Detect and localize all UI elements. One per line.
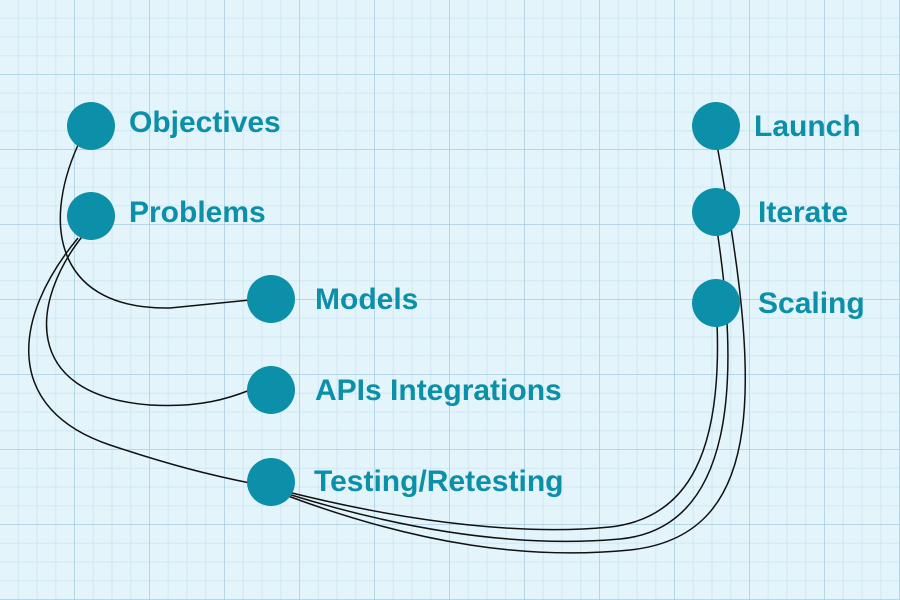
connector-objectives-models (59, 144, 251, 309)
connector-testing-retesting-iterate (287, 229, 729, 543)
node-models-label: Models (315, 283, 419, 316)
connector-testing-retesting-launch (287, 144, 747, 554)
node-iterate-dot (692, 188, 740, 236)
node-testing-retesting-label: Testing/Retesting (314, 465, 564, 498)
node-scaling-dot (692, 279, 740, 327)
node-objectives-dot (67, 102, 115, 150)
node-testing-retesting-dot (247, 458, 295, 506)
connector-problems-apis-integrations (45, 232, 251, 407)
node-launch-label: Launch (754, 110, 861, 143)
node-launch-dot (692, 102, 740, 150)
node-scaling-label: Scaling (758, 287, 865, 320)
node-problems-dot (67, 192, 115, 240)
node-apis-integrations-dot (247, 366, 295, 414)
node-iterate-label: Iterate (758, 196, 849, 229)
node-problems-label: Problems (129, 196, 266, 229)
node-objectives-label: Objectives (129, 106, 281, 139)
node-models-dot (247, 275, 295, 323)
connector-problems-testing-retesting (28, 237, 251, 484)
connector-testing-retesting-scaling (287, 321, 719, 531)
node-apis-integrations-label: APIs Integrations (315, 374, 562, 407)
